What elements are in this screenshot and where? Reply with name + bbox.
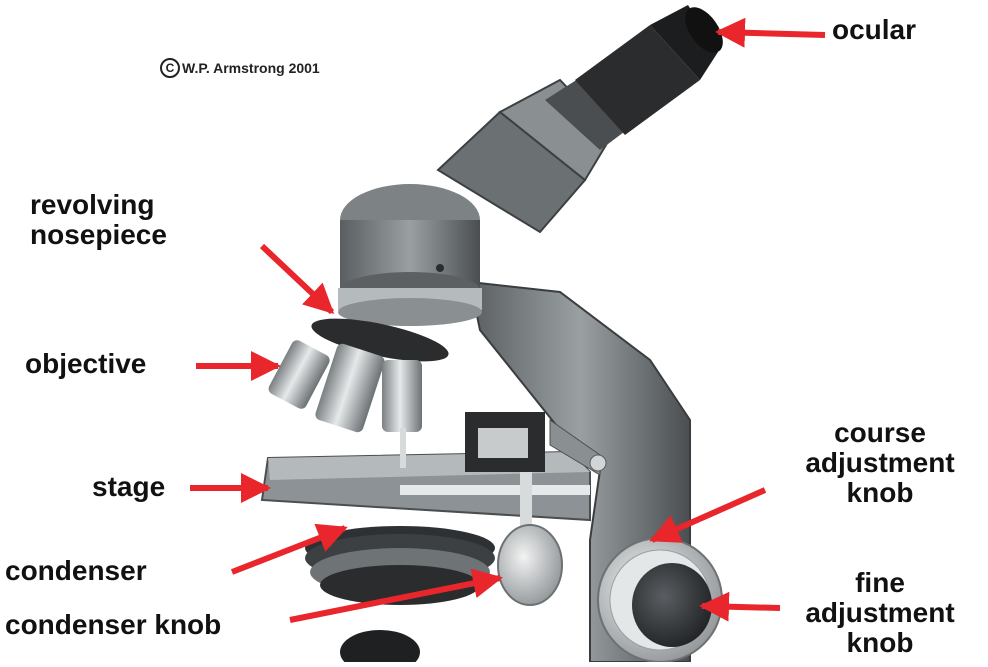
label-revolving: revolving: [30, 190, 154, 220]
stage-plate: [262, 412, 606, 532]
copyright-icon: C: [160, 58, 180, 78]
arrow-revolving-nosepiece: [262, 246, 332, 312]
label-objective: objective: [25, 349, 146, 379]
label-course-knob: knob: [790, 478, 970, 508]
base: [340, 630, 420, 662]
focus-knobs: [598, 538, 722, 662]
label-course-adjustment: adjustment: [790, 448, 970, 478]
arrow-ocular: [718, 32, 825, 35]
copyright-notice: C W.P. Armstrong 2001: [160, 58, 320, 78]
label-stage: stage: [92, 472, 165, 502]
label-fine: fine: [790, 568, 970, 598]
microscope-head: [338, 184, 482, 326]
label-condenser: condenser: [5, 556, 147, 586]
arrow-fine-adjustment-knob: [702, 606, 780, 608]
label-course: course: [790, 418, 970, 448]
label-fine-knob: knob: [790, 628, 970, 658]
label-condenser-knob: condenser knob: [5, 610, 221, 640]
label-nosepiece: nosepiece: [30, 220, 167, 250]
condenser-knob-part: [498, 525, 562, 605]
copyright-text: W.P. Armstrong 2001: [182, 60, 320, 76]
condenser-body: [305, 526, 495, 605]
label-ocular: ocular: [832, 15, 916, 45]
label-fine-adjustment: adjustment: [790, 598, 970, 628]
